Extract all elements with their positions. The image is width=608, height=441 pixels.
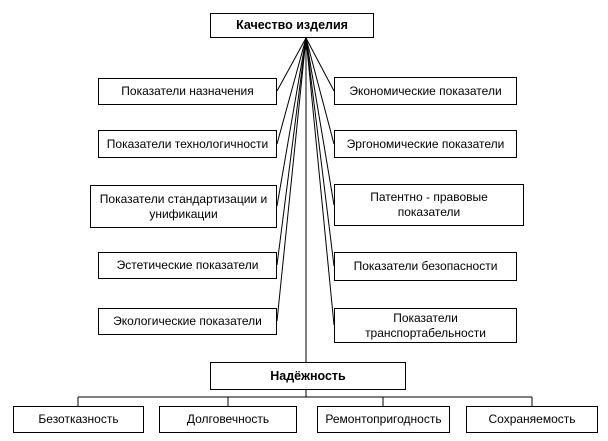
reliability-child-label: Долговечность	[186, 412, 270, 426]
right-node-label: Показатели транспортабельности	[365, 310, 486, 340]
connector-line	[305, 37, 335, 206]
left-node-ecological: Экологические показатели	[98, 308, 277, 335]
connector-line	[276, 37, 307, 145]
connector-line	[305, 37, 335, 326]
right-node-label: Экономические показатели	[349, 83, 502, 98]
connector-line	[276, 37, 307, 92]
connector-line	[276, 37, 307, 266]
right-node-economic: Экономические показатели	[334, 77, 517, 105]
right-node-label: Патентно - правовые показатели	[370, 190, 488, 219]
connector-line	[305, 37, 335, 145]
root-node: Качество изделия	[210, 13, 374, 38]
right-node-patent: Патентно - правовые показатели	[334, 184, 524, 226]
root-label: Качество изделия	[236, 18, 348, 32]
left-node-label: Эстетические показатели	[116, 258, 259, 272]
right-node-safety: Показатели безопасности	[334, 252, 517, 281]
right-node-label: Эргономические показатели	[346, 136, 505, 151]
left-node-manufacturability: Показатели технологичности	[98, 130, 277, 158]
reliability-child-node: Ремонтопригодность	[317, 406, 450, 433]
left-node-label: Показатели стандартизации и унификации	[99, 191, 268, 221]
left-node-standardization: Показатели стандартизации и унификации	[90, 185, 277, 228]
left-node-label: Экологические показатели	[113, 314, 262, 328]
reliability-label: Надёжность	[270, 368, 346, 383]
right-node-ergonomic: Эргономические показатели	[334, 130, 517, 158]
left-node-purpose: Показатели назначения	[98, 78, 277, 105]
connector-line	[305, 37, 335, 267]
right-node-label: Показатели безопасности	[353, 259, 498, 273]
reliability-child-node: Безотказность	[13, 406, 144, 433]
reliability-child-label: Безотказность	[38, 412, 119, 426]
connector-line	[276, 37, 307, 207]
reliability-child-label: Сохраняемость	[488, 412, 576, 426]
connector-line	[276, 37, 307, 322]
reliability-child-node: Долговечность	[159, 406, 297, 433]
reliability-node: Надёжность	[210, 362, 406, 390]
left-node-label: Показатели технологичности	[106, 136, 269, 151]
left-node-label: Показатели назначения	[121, 84, 254, 98]
connector-line	[305, 37, 335, 92]
reliability-child-label: Ремонтопригодность	[325, 412, 442, 426]
right-node-transportability: Показатели транспортабельности	[334, 308, 517, 343]
left-node-aesthetic: Эстетические показатели	[98, 252, 277, 279]
reliability-child-node: Сохраняемость	[466, 406, 598, 433]
